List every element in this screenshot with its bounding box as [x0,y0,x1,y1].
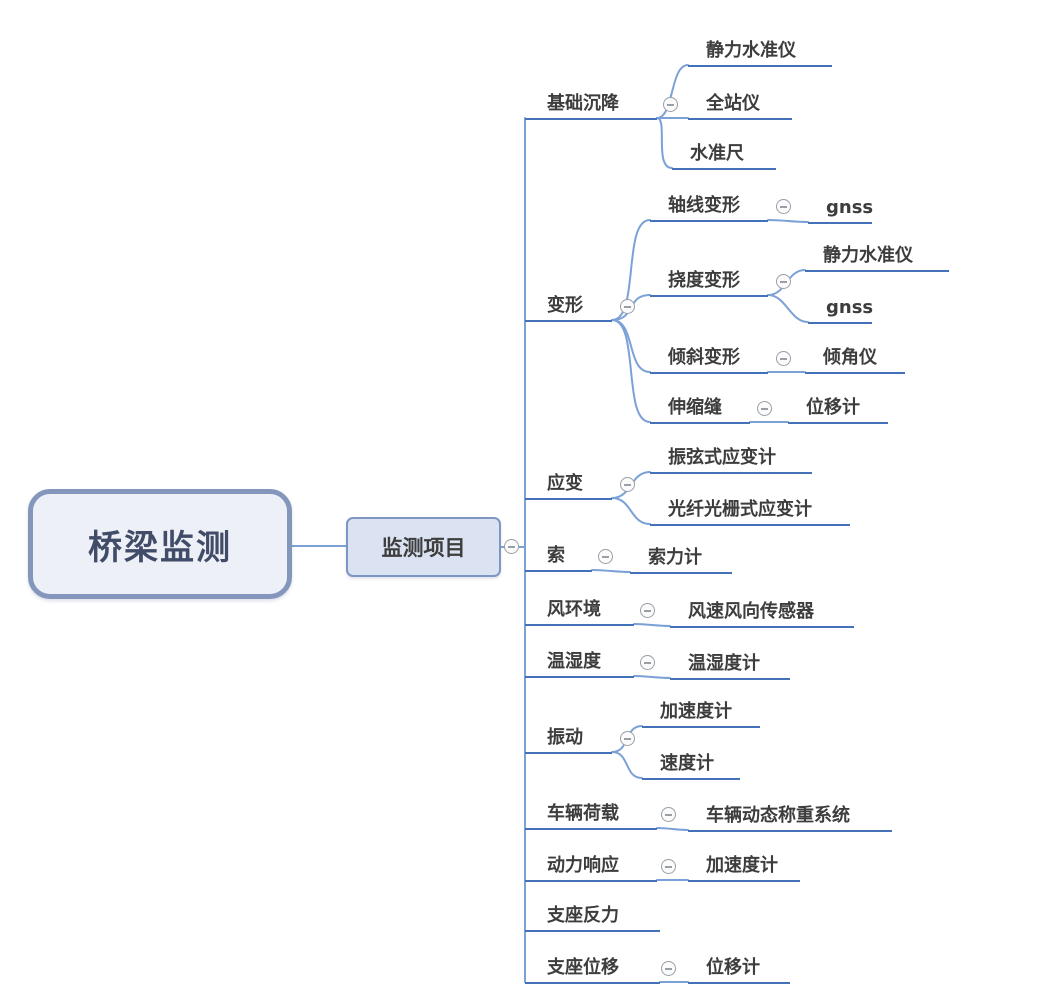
minus-glyph [761,407,768,410]
leaf-displacement-meter-joint[interactable]: 位移计 [788,396,888,424]
collapse-icon-deformation[interactable] [620,299,635,314]
hub-label: 监测项目 [381,536,466,560]
collapse-icon-strain[interactable] [620,477,635,492]
leaf-static-level[interactable]: 静力水准仪 [688,39,832,67]
subbranch-axis-deformation[interactable]: 轴线变形 [650,194,768,222]
branch-temperature-humidity[interactable]: 温湿度 [525,650,634,678]
leaf-fbg-strain-gauge[interactable]: 光纤光栅式应变计 [650,498,850,526]
collapse-icon-hub[interactable] [504,539,519,554]
collapse-icon-deflection[interactable] [776,274,791,289]
collapse-icon-vibration[interactable] [620,731,635,746]
leaf-weigh-in-motion-system[interactable]: 车辆动态称重系统 [688,804,892,832]
collapse-icon-cable[interactable] [598,549,613,564]
collapse-icon-axis-deformation[interactable] [776,199,791,214]
branch-deformation[interactable]: 变形 [525,294,612,322]
branch-wind-environment[interactable]: 风环境 [525,598,634,626]
collapse-icon-tilt-deformation[interactable] [776,351,791,366]
branch-cable[interactable]: 索 [525,544,592,572]
leaf-static-level-deflection[interactable]: 静力水准仪 [805,244,949,272]
branch-bearing-reaction[interactable]: 支座反力 [525,904,660,932]
connector-path [591,569,631,573]
leaf-hygrothermometer[interactable]: 温湿度计 [670,652,790,680]
collapse-icon-bearing-displacement[interactable] [661,961,676,976]
minus-glyph [780,280,787,283]
connector-path [611,219,651,321]
minus-glyph [602,555,609,558]
collapse-icon-dynamic-response[interactable] [661,859,676,874]
connector-path [611,751,643,779]
collapse-icon-expansion-joint[interactable] [757,401,772,416]
collapse-icon-foundation-settlement[interactable] [663,97,678,112]
connector-path [656,827,689,831]
collapse-icon-wind-environment[interactable] [640,603,655,618]
leaf-gnss-deflection[interactable]: gnss [808,296,873,324]
collapse-icon-vehicle-load[interactable] [661,807,676,822]
minus-glyph [665,865,672,868]
minus-glyph [667,103,674,106]
leaf-accelerometer-response[interactable]: 加速度计 [688,854,800,882]
minus-glyph [624,737,631,740]
branch-vehicle-load[interactable]: 车辆荷载 [525,802,657,830]
leaf-vibrating-wire-strain-gauge[interactable]: 振弦式应变计 [650,446,812,474]
minus-glyph [780,205,787,208]
minus-glyph [644,609,651,612]
minus-glyph [508,545,515,548]
leaf-velocimeter[interactable]: 速度计 [642,752,740,780]
subbranch-expansion-joint[interactable]: 伸缩缝 [650,396,750,424]
minus-glyph [665,967,672,970]
branch-bearing-displacement[interactable]: 支座位移 [525,956,660,984]
connector-path [656,117,673,169]
connector-path [767,219,809,223]
leaf-gnss-axis[interactable]: gnss [808,196,873,224]
leaf-displacement-meter-bearing[interactable]: 位移计 [688,956,790,984]
connector-path [611,497,651,525]
leaf-accelerometer-vibration[interactable]: 加速度计 [642,700,760,728]
minus-glyph [780,357,787,360]
subbranch-tilt-deformation[interactable]: 倾斜变形 [650,346,768,374]
minus-glyph [644,661,651,664]
minus-glyph [624,483,631,486]
leaf-inclinometer[interactable]: 倾角仪 [805,346,905,374]
branch-foundation-settlement[interactable]: 基础沉降 [525,92,657,120]
hub-node-monitoring-items[interactable]: 监测项目 [346,517,501,577]
leaf-cable-force-meter[interactable]: 索力计 [630,546,732,574]
connector-path [633,623,671,627]
minus-glyph [665,813,672,816]
leaf-total-station[interactable]: 全站仪 [688,92,792,120]
branch-strain[interactable]: 应变 [525,472,612,500]
connector-path [656,64,689,119]
minus-glyph [624,305,631,308]
connector-path [767,294,809,323]
root-node-bridge-monitoring[interactable]: 桥梁监测 [28,489,292,599]
root-label: 桥梁监测 [88,527,232,568]
subbranch-deflection[interactable]: 挠度变形 [650,269,768,297]
branch-vibration[interactable]: 振动 [525,726,612,754]
leaf-leveling-rod[interactable]: 水准尺 [672,142,776,170]
connector-path [633,675,671,679]
collapse-icon-temperature-humidity[interactable] [640,655,655,670]
branch-dynamic-response[interactable]: 动力响应 [525,854,657,882]
connector-path [611,319,651,423]
leaf-wind-speed-direction-sensor[interactable]: 风速风向传感器 [670,600,854,628]
